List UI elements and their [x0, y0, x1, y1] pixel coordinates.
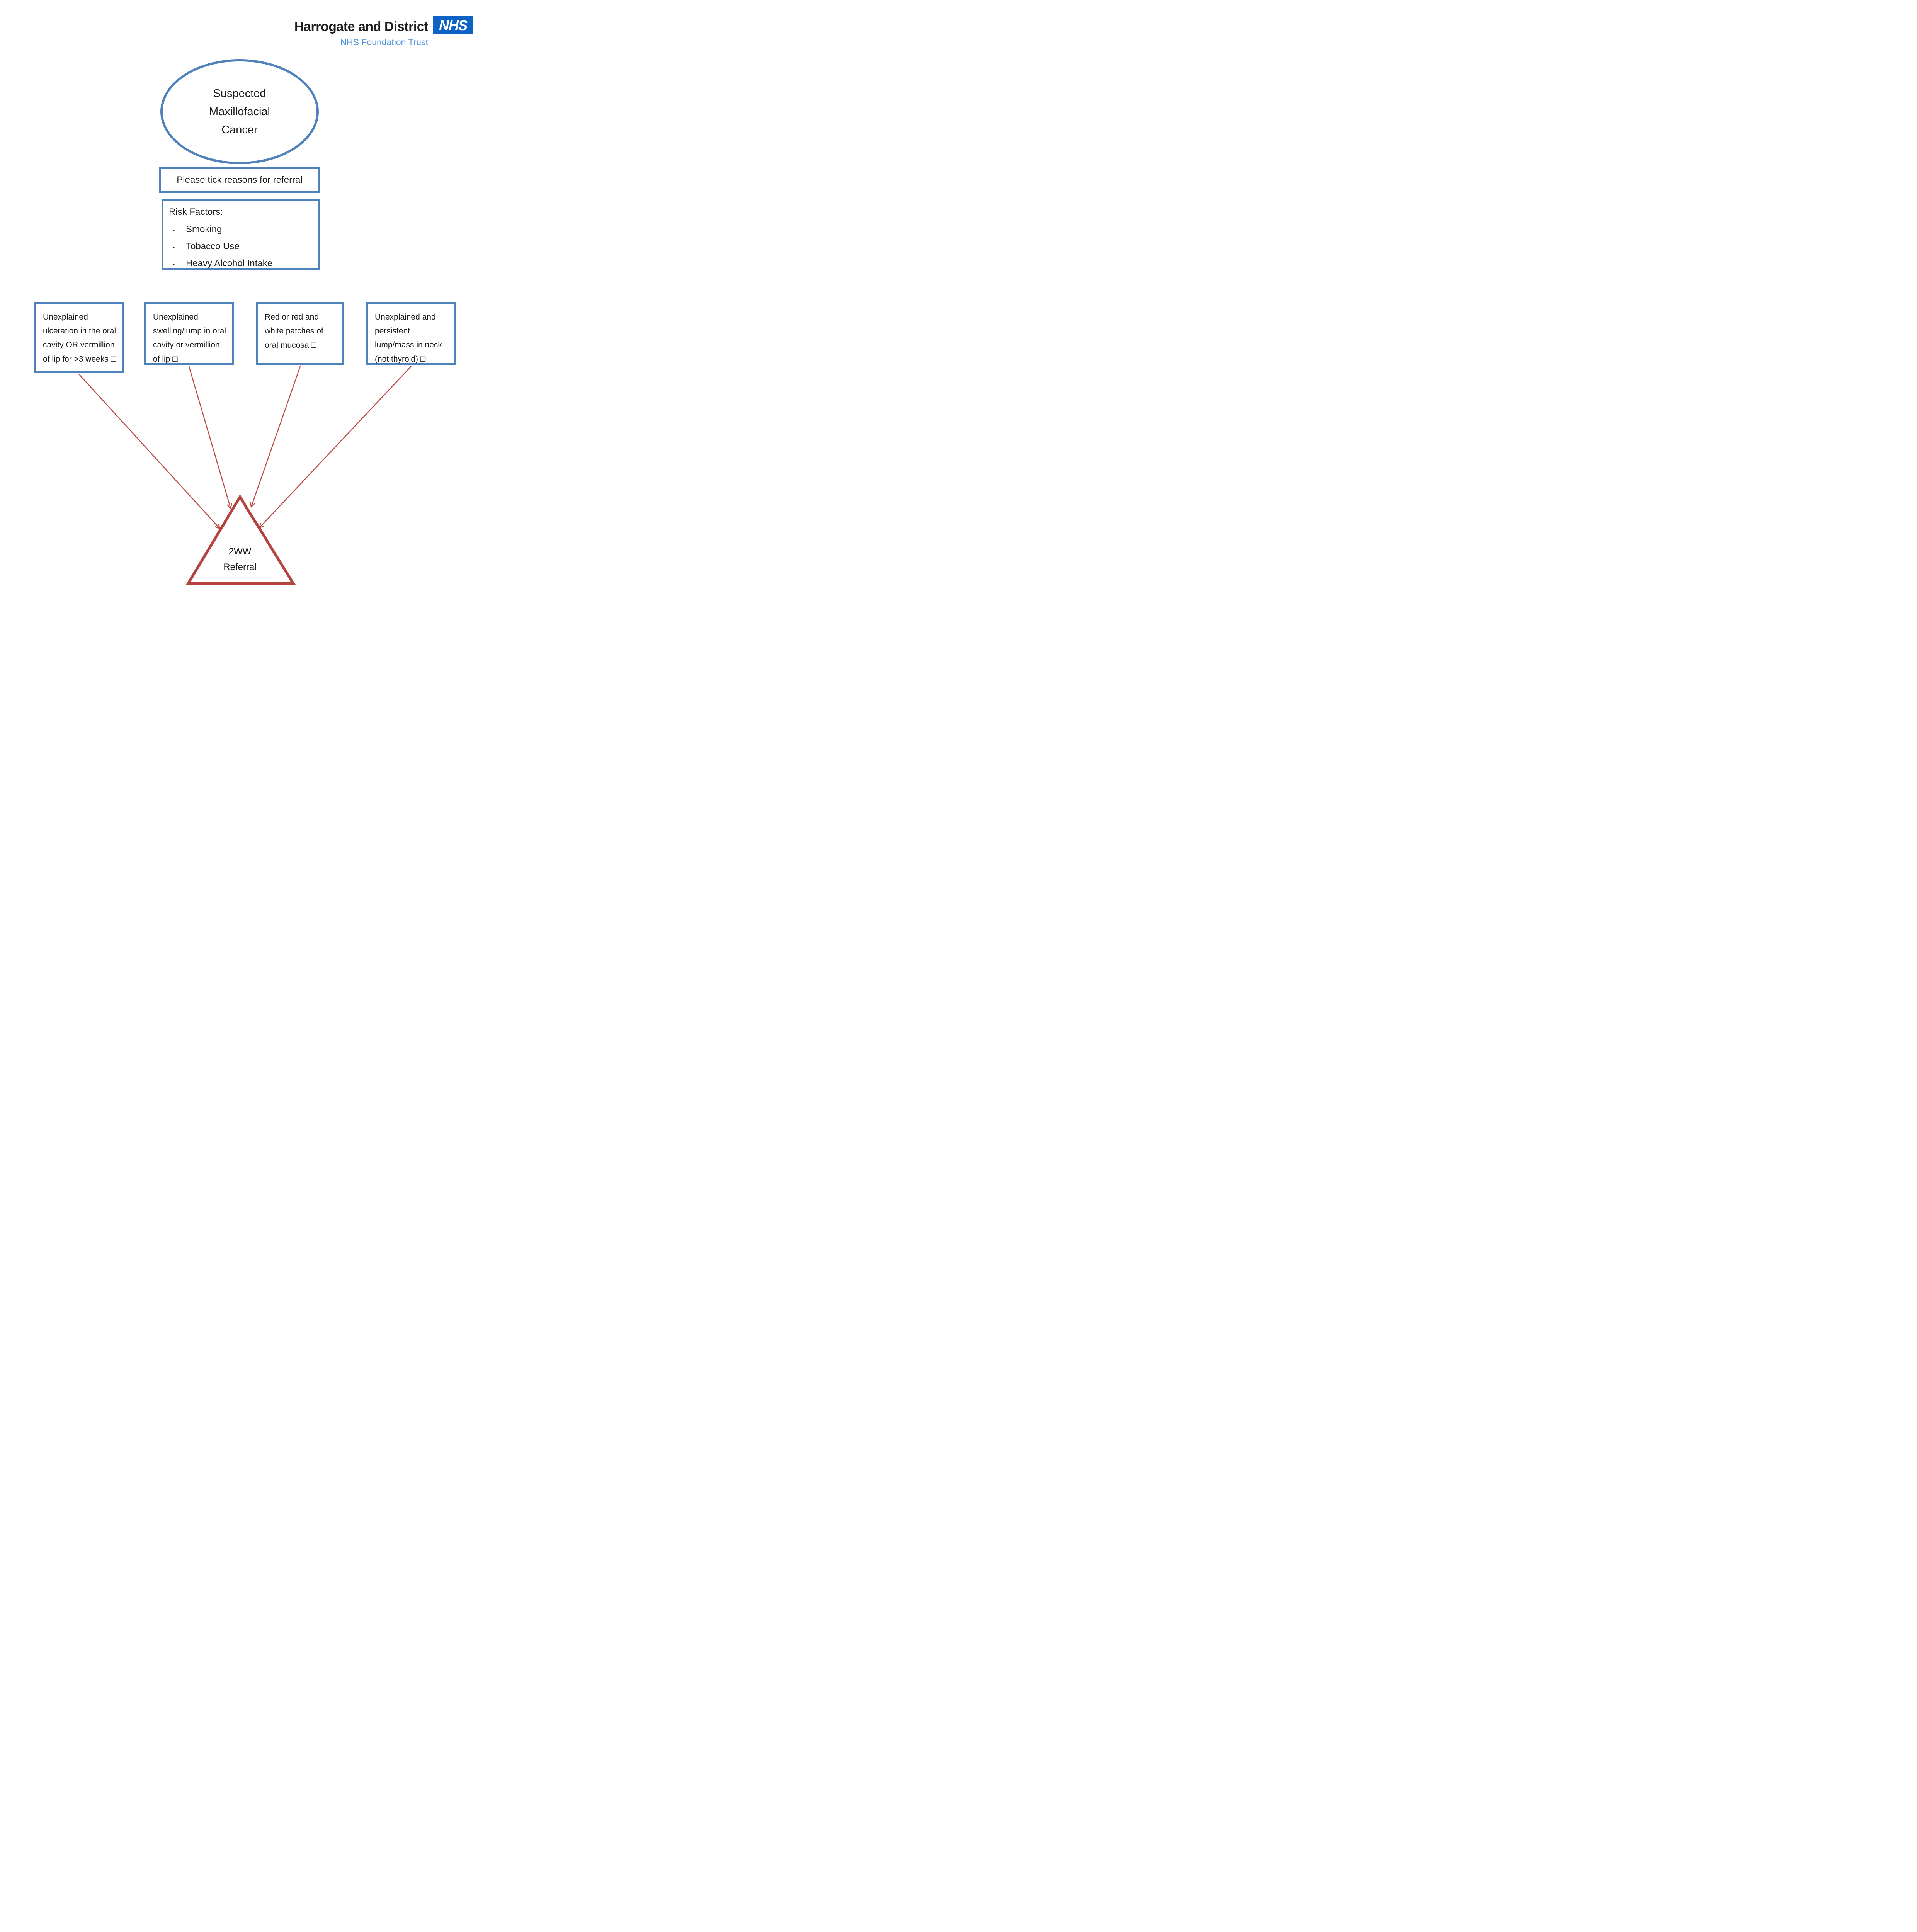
list-item: ▪ Tobacco Use	[169, 241, 318, 253]
criteria-text: Unexplained ulceration in the oral cavit…	[43, 313, 116, 364]
criteria-text: Red or red and white patches of oral muc…	[265, 313, 323, 350]
criteria-box-ulceration: Unexplained ulceration in the oral cavit…	[34, 302, 124, 373]
risk-factors-title: Risk Factors:	[169, 207, 223, 217]
bullet-icon: ▪	[173, 227, 175, 234]
risk-item-label: Smoking	[186, 224, 222, 235]
title-line-1: Suspected	[213, 87, 266, 100]
title-line-3: Cancer	[221, 123, 258, 136]
criteria-box-neck-lump: Unexplained and persistent lump/mass in …	[366, 302, 456, 365]
bullet-icon: ▪	[173, 244, 175, 251]
referral-line-1: 2WW	[228, 546, 252, 557]
list-item: ▪ Smoking	[169, 224, 318, 236]
criteria-box-patches: Red or red and white patches of oral muc…	[256, 302, 344, 365]
list-item: ▪ Heavy Alcohol Intake	[169, 258, 318, 270]
instruction-text: Please tick reasons for referral	[177, 174, 303, 185]
trust-name-text: Harrogate and District	[294, 19, 429, 34]
nhs-logo-icon: NHS	[433, 16, 473, 34]
criteria-text: Unexplained swelling/lump in oral cavity…	[153, 313, 226, 364]
title-line-2: Maxillofacial	[209, 105, 270, 118]
arrow-ulceration-to-referral	[78, 374, 221, 530]
instruction-box: Please tick reasons for referral	[159, 167, 320, 193]
risk-item-label: Heavy Alcohol Intake	[186, 258, 273, 269]
bullet-icon: ▪	[173, 261, 175, 268]
risk-item-label: Tobacco Use	[186, 241, 240, 252]
arrow-swelling-to-referral	[188, 366, 232, 510]
referral-line-2: Referral	[223, 562, 257, 572]
arrow-neck-lump-to-referral	[259, 366, 412, 529]
checkbox-icon[interactable]: □	[111, 354, 116, 364]
criteria-box-swelling: Unexplained swelling/lump in oral cavity…	[144, 302, 234, 365]
title-ellipse: Suspected Maxillofacial Cancer	[160, 59, 319, 164]
risk-factors-box: Risk Factors: ▪ Smoking ▪ Tobacco Use ▪ …	[162, 199, 320, 270]
criteria-text: Unexplained and persistent lump/mass in …	[375, 313, 442, 364]
referral-pathway-page: Harrogate and District NHS NHS Foundatio…	[0, 0, 479, 678]
nhs-logo-text: NHS	[439, 17, 468, 33]
page-title: Suspected Maxillofacial Cancer	[209, 85, 270, 139]
checkbox-icon[interactable]: □	[172, 354, 178, 364]
checkbox-icon[interactable]: □	[311, 340, 316, 350]
referral-label: 2WW Referral	[201, 544, 279, 575]
trust-subtitle-text: NHS Foundation Trust	[340, 37, 428, 47]
arrow-patches-to-referral	[250, 366, 301, 508]
checkbox-icon[interactable]: □	[420, 354, 426, 364]
